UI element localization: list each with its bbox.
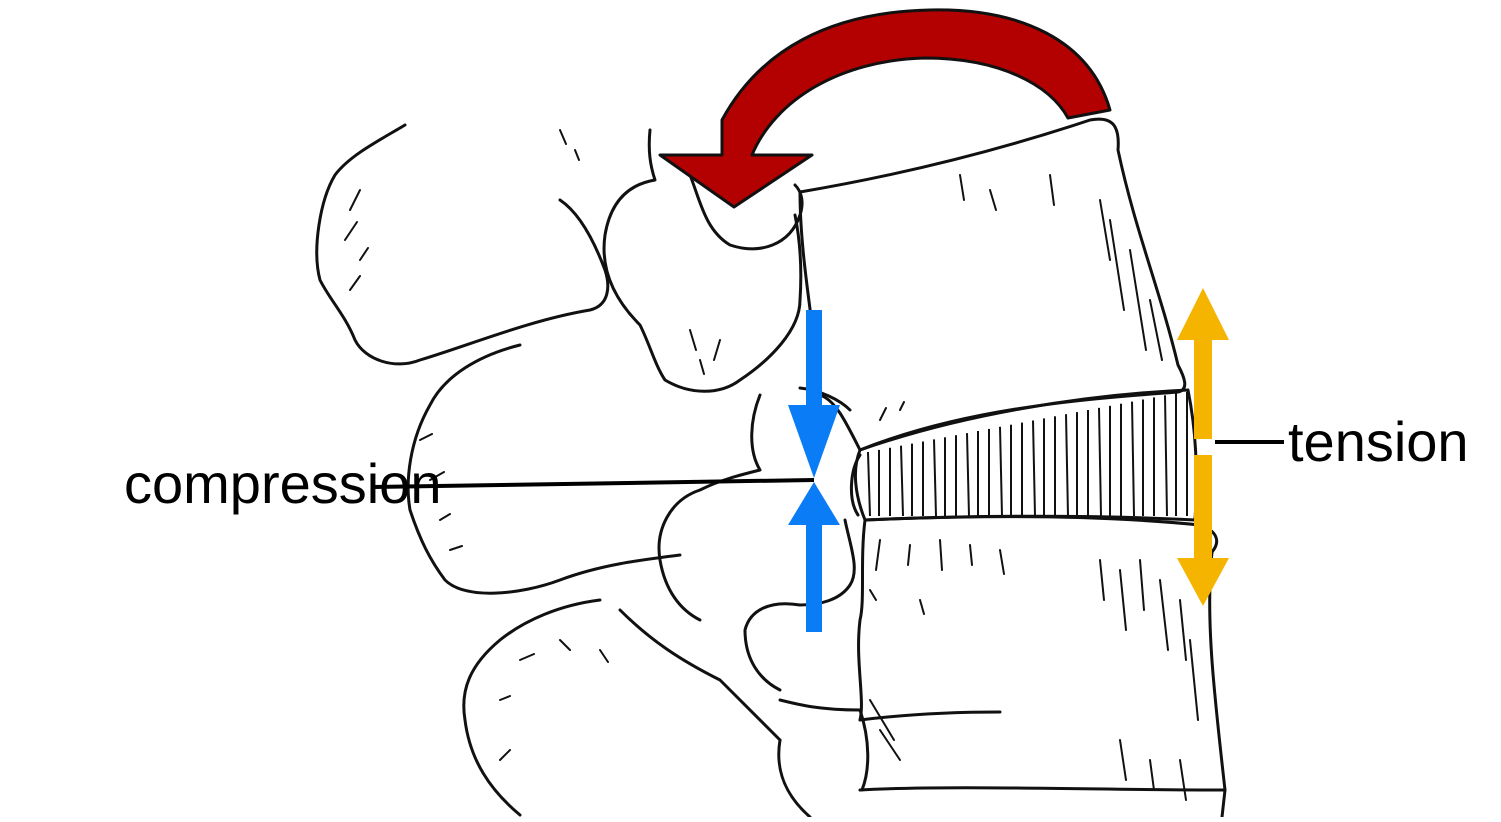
disc-striation bbox=[1132, 402, 1134, 516]
disc-striation bbox=[1000, 427, 1002, 516]
disc-striation bbox=[1033, 421, 1035, 517]
tension-arrows bbox=[1177, 288, 1229, 606]
tension-arrow-upper-head bbox=[1177, 288, 1229, 340]
rotation-arrow bbox=[660, 10, 1110, 207]
disc-striation bbox=[868, 452, 870, 516]
upper-spinous-process bbox=[317, 125, 608, 364]
compression-arrow-lower-shaft bbox=[806, 520, 822, 632]
disc-striation bbox=[1165, 395, 1167, 516]
lower-spinous-process bbox=[464, 600, 780, 815]
bone-shading bbox=[345, 130, 1198, 800]
compression-arrow-lower-head bbox=[788, 482, 840, 525]
lower-vertebral-body bbox=[859, 517, 1225, 817]
compression-arrow-upper-head bbox=[788, 405, 840, 478]
compression-label: compression bbox=[124, 456, 441, 512]
tension-arrow-lower-shaft bbox=[1194, 455, 1212, 565]
disc-striation bbox=[1099, 408, 1101, 516]
disc-striation bbox=[901, 446, 903, 516]
upper-vertebral-body bbox=[800, 119, 1185, 450]
compression-arrows bbox=[788, 310, 840, 632]
disc-striation bbox=[967, 433, 969, 516]
lower-facet bbox=[779, 700, 868, 817]
compression-arrow-upper-shaft bbox=[806, 310, 822, 410]
lowest-vertebral-body bbox=[860, 712, 1225, 790]
disc-striation bbox=[934, 439, 936, 516]
intervertebral-disc bbox=[855, 390, 1196, 520]
tension-arrow-lower-head bbox=[1177, 558, 1229, 606]
tension-arrow-upper-shaft bbox=[1194, 335, 1212, 439]
disc-striation bbox=[1066, 414, 1068, 516]
tension-label: tension bbox=[1288, 414, 1469, 470]
disc-striations bbox=[868, 392, 1187, 516]
middle-spinous-process bbox=[408, 345, 680, 593]
